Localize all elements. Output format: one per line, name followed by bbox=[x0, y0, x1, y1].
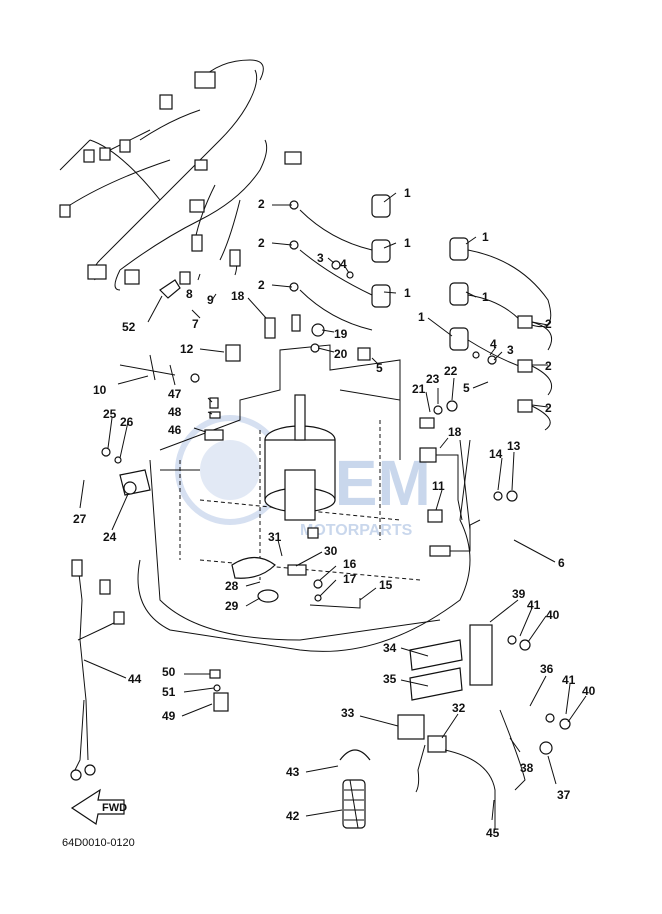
callout-labels: 1 1 1 1 1 1 2 2 2 2 2 2 3 3 4 4 5 5 6 7 … bbox=[73, 186, 596, 840]
callout-label: 19 bbox=[334, 327, 348, 341]
callout-label: 3 bbox=[317, 251, 324, 265]
callout-label: 50 bbox=[162, 665, 176, 679]
small-parts bbox=[70, 271, 571, 830]
callout-label: 51 bbox=[162, 685, 176, 699]
callout-label: 48 bbox=[168, 405, 182, 419]
callout-label: 16 bbox=[343, 557, 357, 571]
callout-label: 1 bbox=[418, 310, 425, 324]
wire-harness bbox=[59, 59, 302, 291]
callout-label: 2 bbox=[258, 197, 265, 211]
callout-label: 22 bbox=[444, 364, 458, 378]
callout-label: 9 bbox=[207, 293, 214, 307]
fwd-label: FWD bbox=[102, 802, 127, 814]
callout-label: 1 bbox=[482, 290, 489, 304]
harness-connector bbox=[194, 71, 216, 89]
callout-label: 31 bbox=[268, 530, 282, 544]
engine-base-outline bbox=[137, 344, 471, 652]
callout-label: 35 bbox=[383, 672, 397, 686]
callout-label: 7 bbox=[192, 317, 199, 331]
callout-label: 41 bbox=[527, 598, 541, 612]
callout-label: 4 bbox=[490, 337, 497, 351]
callout-label: 36 bbox=[540, 662, 554, 676]
callout-label: 44 bbox=[128, 672, 142, 686]
callout-label: 28 bbox=[225, 579, 239, 593]
flywheel-assembly bbox=[264, 394, 336, 521]
callout-label: 23 bbox=[426, 372, 440, 386]
callout-label: 5 bbox=[376, 361, 383, 375]
leader-lines bbox=[79, 192, 587, 821]
diagram-code: 64D0010-0120 bbox=[62, 837, 135, 849]
watermark-sub: MOTORPARTS bbox=[300, 522, 413, 539]
callout-label: 21 bbox=[412, 382, 426, 396]
callout-label: 30 bbox=[324, 544, 338, 558]
callout-label: 26 bbox=[120, 415, 134, 429]
callout-label: 38 bbox=[520, 761, 534, 775]
ignition-coils bbox=[299, 194, 552, 431]
callout-label: 32 bbox=[452, 701, 466, 715]
callout-label: 1 bbox=[404, 186, 411, 200]
callout-label: 46 bbox=[168, 423, 182, 437]
callout-label: 5 bbox=[463, 381, 470, 395]
callout-label: 3 bbox=[507, 343, 514, 357]
callout-label: 39 bbox=[512, 587, 526, 601]
callout-label: 52 bbox=[122, 320, 136, 334]
callout-label: 27 bbox=[73, 512, 87, 526]
fwd-arrow: FWD bbox=[70, 788, 127, 825]
callout-label: 25 bbox=[103, 407, 117, 421]
callout-label: 1 bbox=[482, 230, 489, 244]
callout-label: 10 bbox=[93, 383, 107, 397]
callout-label: 2 bbox=[545, 359, 552, 373]
callout-label: 2 bbox=[545, 401, 552, 415]
callout-label: 17 bbox=[343, 572, 357, 586]
callout-label: 1 bbox=[404, 286, 411, 300]
callout-label: 34 bbox=[383, 641, 397, 655]
callout-label: 47 bbox=[168, 387, 182, 401]
callout-label: 20 bbox=[334, 347, 348, 361]
callout-label: 37 bbox=[557, 788, 571, 802]
callout-label: 41 bbox=[562, 673, 576, 687]
callout-label: 14 bbox=[489, 447, 503, 461]
callout-label: 2 bbox=[258, 236, 265, 250]
callout-label: 13 bbox=[507, 439, 521, 453]
callout-label: 29 bbox=[225, 599, 239, 613]
callout-label: 45 bbox=[486, 826, 500, 840]
callout-label: 15 bbox=[379, 578, 393, 592]
callout-label: 40 bbox=[546, 608, 560, 622]
callout-label: 49 bbox=[162, 709, 176, 723]
callout-label: 33 bbox=[341, 706, 355, 720]
callout-label: 18 bbox=[231, 289, 245, 303]
callout-label: 8 bbox=[186, 287, 193, 301]
callout-label: 2 bbox=[545, 317, 552, 331]
callout-label: 24 bbox=[103, 530, 117, 544]
callout-label: 1 bbox=[404, 236, 411, 250]
callout-label: 40 bbox=[582, 684, 596, 698]
callout-label: 12 bbox=[180, 342, 194, 356]
callout-label: 4 bbox=[340, 257, 347, 271]
callout-label: 11 bbox=[432, 479, 445, 493]
callout-label: 18 bbox=[448, 425, 462, 439]
callout-label: 6 bbox=[558, 556, 565, 570]
callout-label: 2 bbox=[258, 278, 265, 292]
callout-label: 42 bbox=[286, 809, 300, 823]
callout-label: 43 bbox=[286, 765, 300, 779]
